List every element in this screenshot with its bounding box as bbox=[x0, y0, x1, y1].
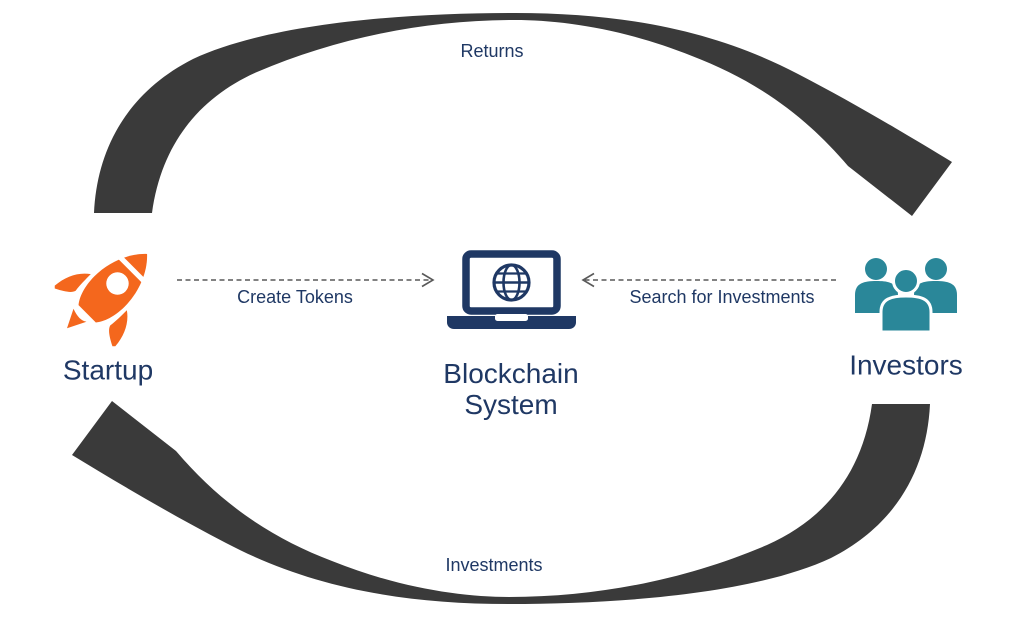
laptop-globe-icon bbox=[447, 250, 576, 329]
returns-arrow-shape bbox=[94, 13, 952, 216]
create-tokens-label: Create Tokens bbox=[237, 287, 353, 307]
laptop-base-notch bbox=[495, 314, 528, 321]
rocket-fin-left bbox=[54, 273, 91, 292]
laptop-screen bbox=[462, 250, 561, 315]
laptop-base bbox=[447, 316, 576, 329]
person-front-center bbox=[879, 267, 933, 334]
search-for-investments-label: Search for Investments bbox=[629, 287, 815, 307]
blockchain-system-label: Blockchain System bbox=[443, 358, 579, 420]
create-tokens-arrow bbox=[177, 272, 435, 288]
startup-label: Startup bbox=[62, 354, 154, 386]
investors-label: Investors bbox=[849, 349, 963, 381]
investments-arrow-shape bbox=[72, 401, 930, 604]
returns-arrow bbox=[94, 13, 952, 216]
investments-label: Investments bbox=[445, 555, 543, 575]
left-chevron-arrowhead bbox=[581, 272, 595, 288]
rocket-nose-gap bbox=[112, 249, 152, 289]
rocket-icon bbox=[54, 249, 152, 347]
returns-label: Returns bbox=[460, 41, 524, 61]
right-chevron-arrowhead bbox=[421, 272, 435, 288]
people-group-icon bbox=[855, 258, 957, 334]
globe-icon bbox=[492, 263, 531, 302]
rocket-fin-right bbox=[109, 310, 128, 347]
rocket-exhaust-flame bbox=[67, 308, 87, 329]
search-investments-arrow bbox=[581, 272, 836, 288]
rocket-window bbox=[106, 272, 129, 295]
investments-arrow bbox=[72, 401, 930, 604]
